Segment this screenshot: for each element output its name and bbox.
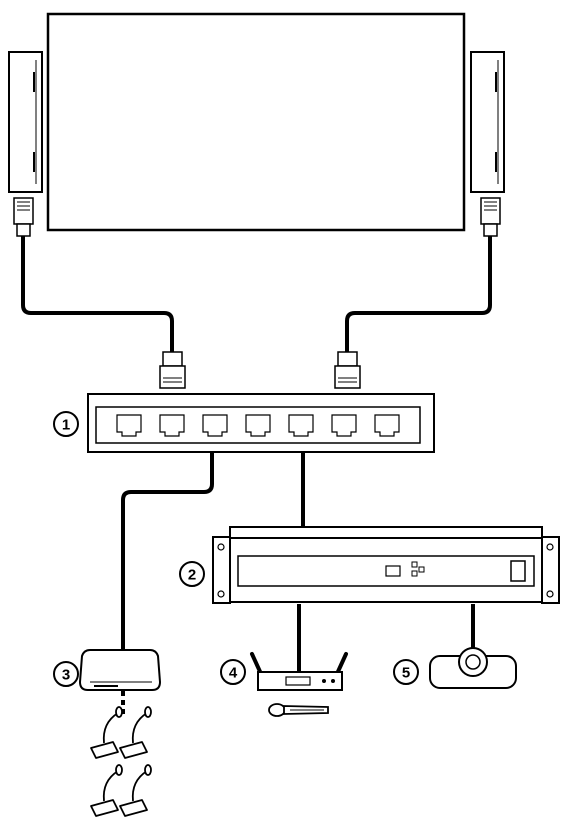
display-screen [46,12,466,232]
rj45-port-icon [374,414,400,437]
network-cables [121,452,475,672]
rj45-plug-icon [480,197,501,237]
network-cables [21,236,492,352]
rj45-port-icon [288,414,314,437]
callout-number: 3 [62,667,70,684]
callout-number: 1 [62,417,70,434]
wireless-receiver [250,652,348,691]
right-speaker [470,51,505,193]
rj45-plug-icon [13,197,34,237]
rj45-port-icon [245,414,271,437]
callout-number: 4 [229,665,238,682]
ptz-camera [429,647,517,689]
conference-unit-hub [78,649,162,691]
gooseneck-microphone-icon [90,706,123,759]
callout-number: 2 [188,567,196,584]
delegate-microphones [90,706,152,817]
callout-3: 3 [53,661,79,687]
cable-right-speaker [345,236,492,352]
cable-left-speaker [21,236,174,352]
callout-1: 1 [53,411,79,437]
switch-ports [116,414,400,437]
rj45-plug-icon [334,351,361,389]
callout-2: 2 [179,561,205,587]
gooseneck-microphone-icon [90,764,123,817]
rj45-port-icon [159,414,185,437]
callout-4: 4 [220,659,246,685]
rj45-port-icon [116,414,142,437]
gooseneck-microphone-icon [119,706,152,759]
handheld-microphone-icon [268,703,329,717]
callout-number: 5 [402,665,410,682]
gooseneck-microphone-icon [119,764,152,817]
cable-switch-to-hub [121,452,214,650]
network-switch [87,393,435,453]
rj45-plug-icon [159,351,186,389]
rj45-port-icon [202,414,228,437]
rj45-port-icon [331,414,357,437]
callout-5: 5 [393,659,419,685]
rack-unit [212,526,560,604]
left-speaker [8,51,43,193]
